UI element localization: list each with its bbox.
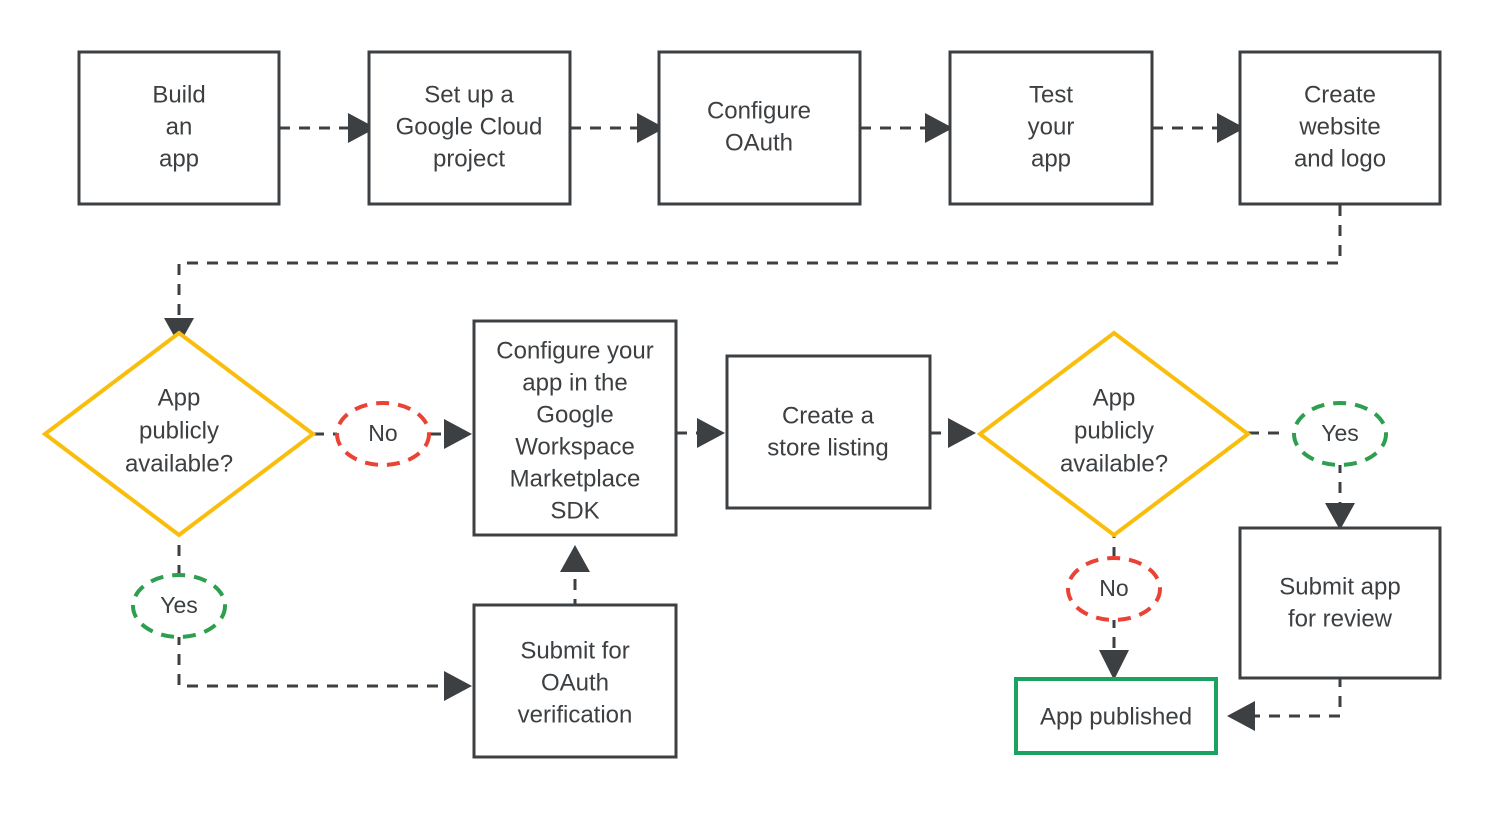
node-app-published[interactable]: App published: [1014, 677, 1218, 755]
arrowhead-oauth-to-test: [925, 113, 953, 143]
configure-sdk-label-line-3: Google: [536, 401, 613, 428]
edge-label-decision-two-no: No: [1066, 556, 1162, 622]
website-logo-label-line-1: Create: [1304, 81, 1376, 108]
store-listing-box[interactable]: [725, 354, 932, 510]
decision-one-label-line-1: App: [158, 384, 201, 411]
test-app-label-line-2: your: [1028, 113, 1075, 140]
app-published-label: App published: [1040, 703, 1192, 730]
arrowhead-oauth-verification-to-sdk: [560, 545, 590, 572]
oauth-verification-label-line-1: Submit for: [520, 637, 629, 664]
configure-sdk-label-line-1: Configure your: [496, 337, 653, 364]
arrowhead-test-to-website: [1217, 113, 1245, 143]
arrowhead-submit-review-to-app-published: [1227, 701, 1255, 731]
website-logo-label-line-2: website: [1298, 113, 1380, 140]
no-pill-two: [1066, 556, 1162, 622]
node-website-logo[interactable]: Create website and logo: [1238, 50, 1442, 206]
node-decision-one[interactable]: App publicly available?: [41, 330, 317, 538]
connector-yes-to-oauth-verification: [177, 634, 444, 688]
configure-sdk-label-line-5: Marketplace: [510, 465, 641, 492]
arrowhead-no-to-app-published: [1099, 650, 1129, 680]
website-logo-label-line-3: and logo: [1294, 145, 1386, 172]
gcp-project-label-line-1: Set up a: [424, 81, 514, 108]
arrowhead-yes-to-oauth-verification: [444, 671, 472, 701]
edge-label-decision-two-yes: Yes: [1292, 401, 1388, 467]
test-app-label-line-1: Test: [1029, 81, 1073, 108]
submit-review-label-line-1: Submit app: [1279, 573, 1400, 600]
yes-pill-one: [131, 573, 227, 639]
gcp-project-label-line-2: Google Cloud: [396, 113, 543, 140]
decision-two-label-line-2: publicly: [1074, 417, 1154, 444]
build-app-label-line-2: an: [166, 113, 193, 140]
node-test-app[interactable]: Test your app: [948, 50, 1154, 206]
test-app-box[interactable]: [948, 50, 1154, 206]
arrowhead-sdk-to-store-listing: [697, 418, 725, 448]
arrowhead-project-to-oauth: [637, 113, 665, 143]
oauth-verification-label-line-3: verification: [518, 701, 633, 728]
yes-label-two-text: Yes: [1321, 420, 1359, 446]
decision-two-label-line-3: available?: [1060, 450, 1168, 477]
yes-pill-two: [1292, 401, 1388, 467]
decision-one-label-line-2: publicly: [139, 417, 219, 444]
website-logo-box[interactable]: [1238, 50, 1442, 206]
arrowhead-build-to-project: [348, 113, 376, 143]
node-oauth-verification[interactable]: Submit for OAuth verification: [472, 603, 678, 759]
connector-submit-review-to-app-published: [1255, 676, 1342, 718]
edge-label-decision-one-yes: Yes: [131, 573, 227, 639]
arrowhead-store-listing-to-decision-two: [948, 418, 976, 448]
node-gcp-project[interactable]: Set up a Google Cloud project: [367, 50, 572, 206]
oauth-verification-label-line-2: OAuth: [541, 669, 609, 696]
configure-sdk-label-line-4: Workspace: [515, 433, 635, 460]
no-label-two-text: No: [1099, 575, 1128, 601]
arrowhead-yes-to-submit-review: [1325, 503, 1355, 530]
oauth-verification-box[interactable]: [472, 603, 678, 759]
gcp-project-label-line-3: project: [433, 145, 505, 172]
configure-oauth-box[interactable]: [657, 50, 862, 206]
node-decision-two[interactable]: App publicly available?: [976, 330, 1252, 538]
edge-label-decision-one-no: No: [335, 401, 431, 467]
build-app-box[interactable]: [77, 50, 281, 206]
no-pill-one: [335, 401, 431, 467]
configure-sdk-box[interactable]: [472, 319, 678, 537]
decision-two-label-line-1: App: [1093, 384, 1136, 411]
submit-review-label-line-2: for review: [1288, 605, 1393, 632]
configure-oauth-label-line-2: OAuth: [725, 129, 793, 156]
store-listing-label-line-2: store listing: [767, 434, 888, 461]
configure-sdk-label-line-6: SDK: [550, 497, 599, 524]
build-app-label-line-1: Build: [152, 81, 205, 108]
gcp-project-box[interactable]: [367, 50, 572, 206]
decision-one-label-line-3: available?: [125, 450, 233, 477]
decision-one-diamond[interactable]: [41, 330, 317, 538]
test-app-label-line-3: app: [1031, 145, 1071, 172]
decision-two-diamond[interactable]: [976, 330, 1252, 538]
node-store-listing[interactable]: Create a store listing: [725, 354, 932, 510]
node-build-app[interactable]: Build an app: [77, 50, 281, 206]
app-published-box[interactable]: [1014, 677, 1218, 755]
no-label-one-text: No: [368, 420, 397, 446]
connector-website-to-decision-one: [177, 205, 1342, 318]
build-app-label-line-3: app: [159, 145, 199, 172]
store-listing-label-line-1: Create a: [782, 402, 875, 429]
configure-oauth-label-line-1: Configure: [707, 97, 811, 124]
node-submit-review[interactable]: Submit app for review: [1238, 526, 1442, 680]
node-configure-oauth[interactable]: Configure OAuth: [657, 50, 862, 206]
node-configure-sdk[interactable]: Configure your app in the Google Workspa…: [472, 319, 678, 537]
arrowhead-no-to-configure-sdk: [444, 419, 472, 449]
configure-sdk-label-line-2: app in the: [522, 369, 627, 396]
submit-review-box[interactable]: [1238, 526, 1442, 680]
yes-label-one-text: Yes: [160, 592, 198, 618]
